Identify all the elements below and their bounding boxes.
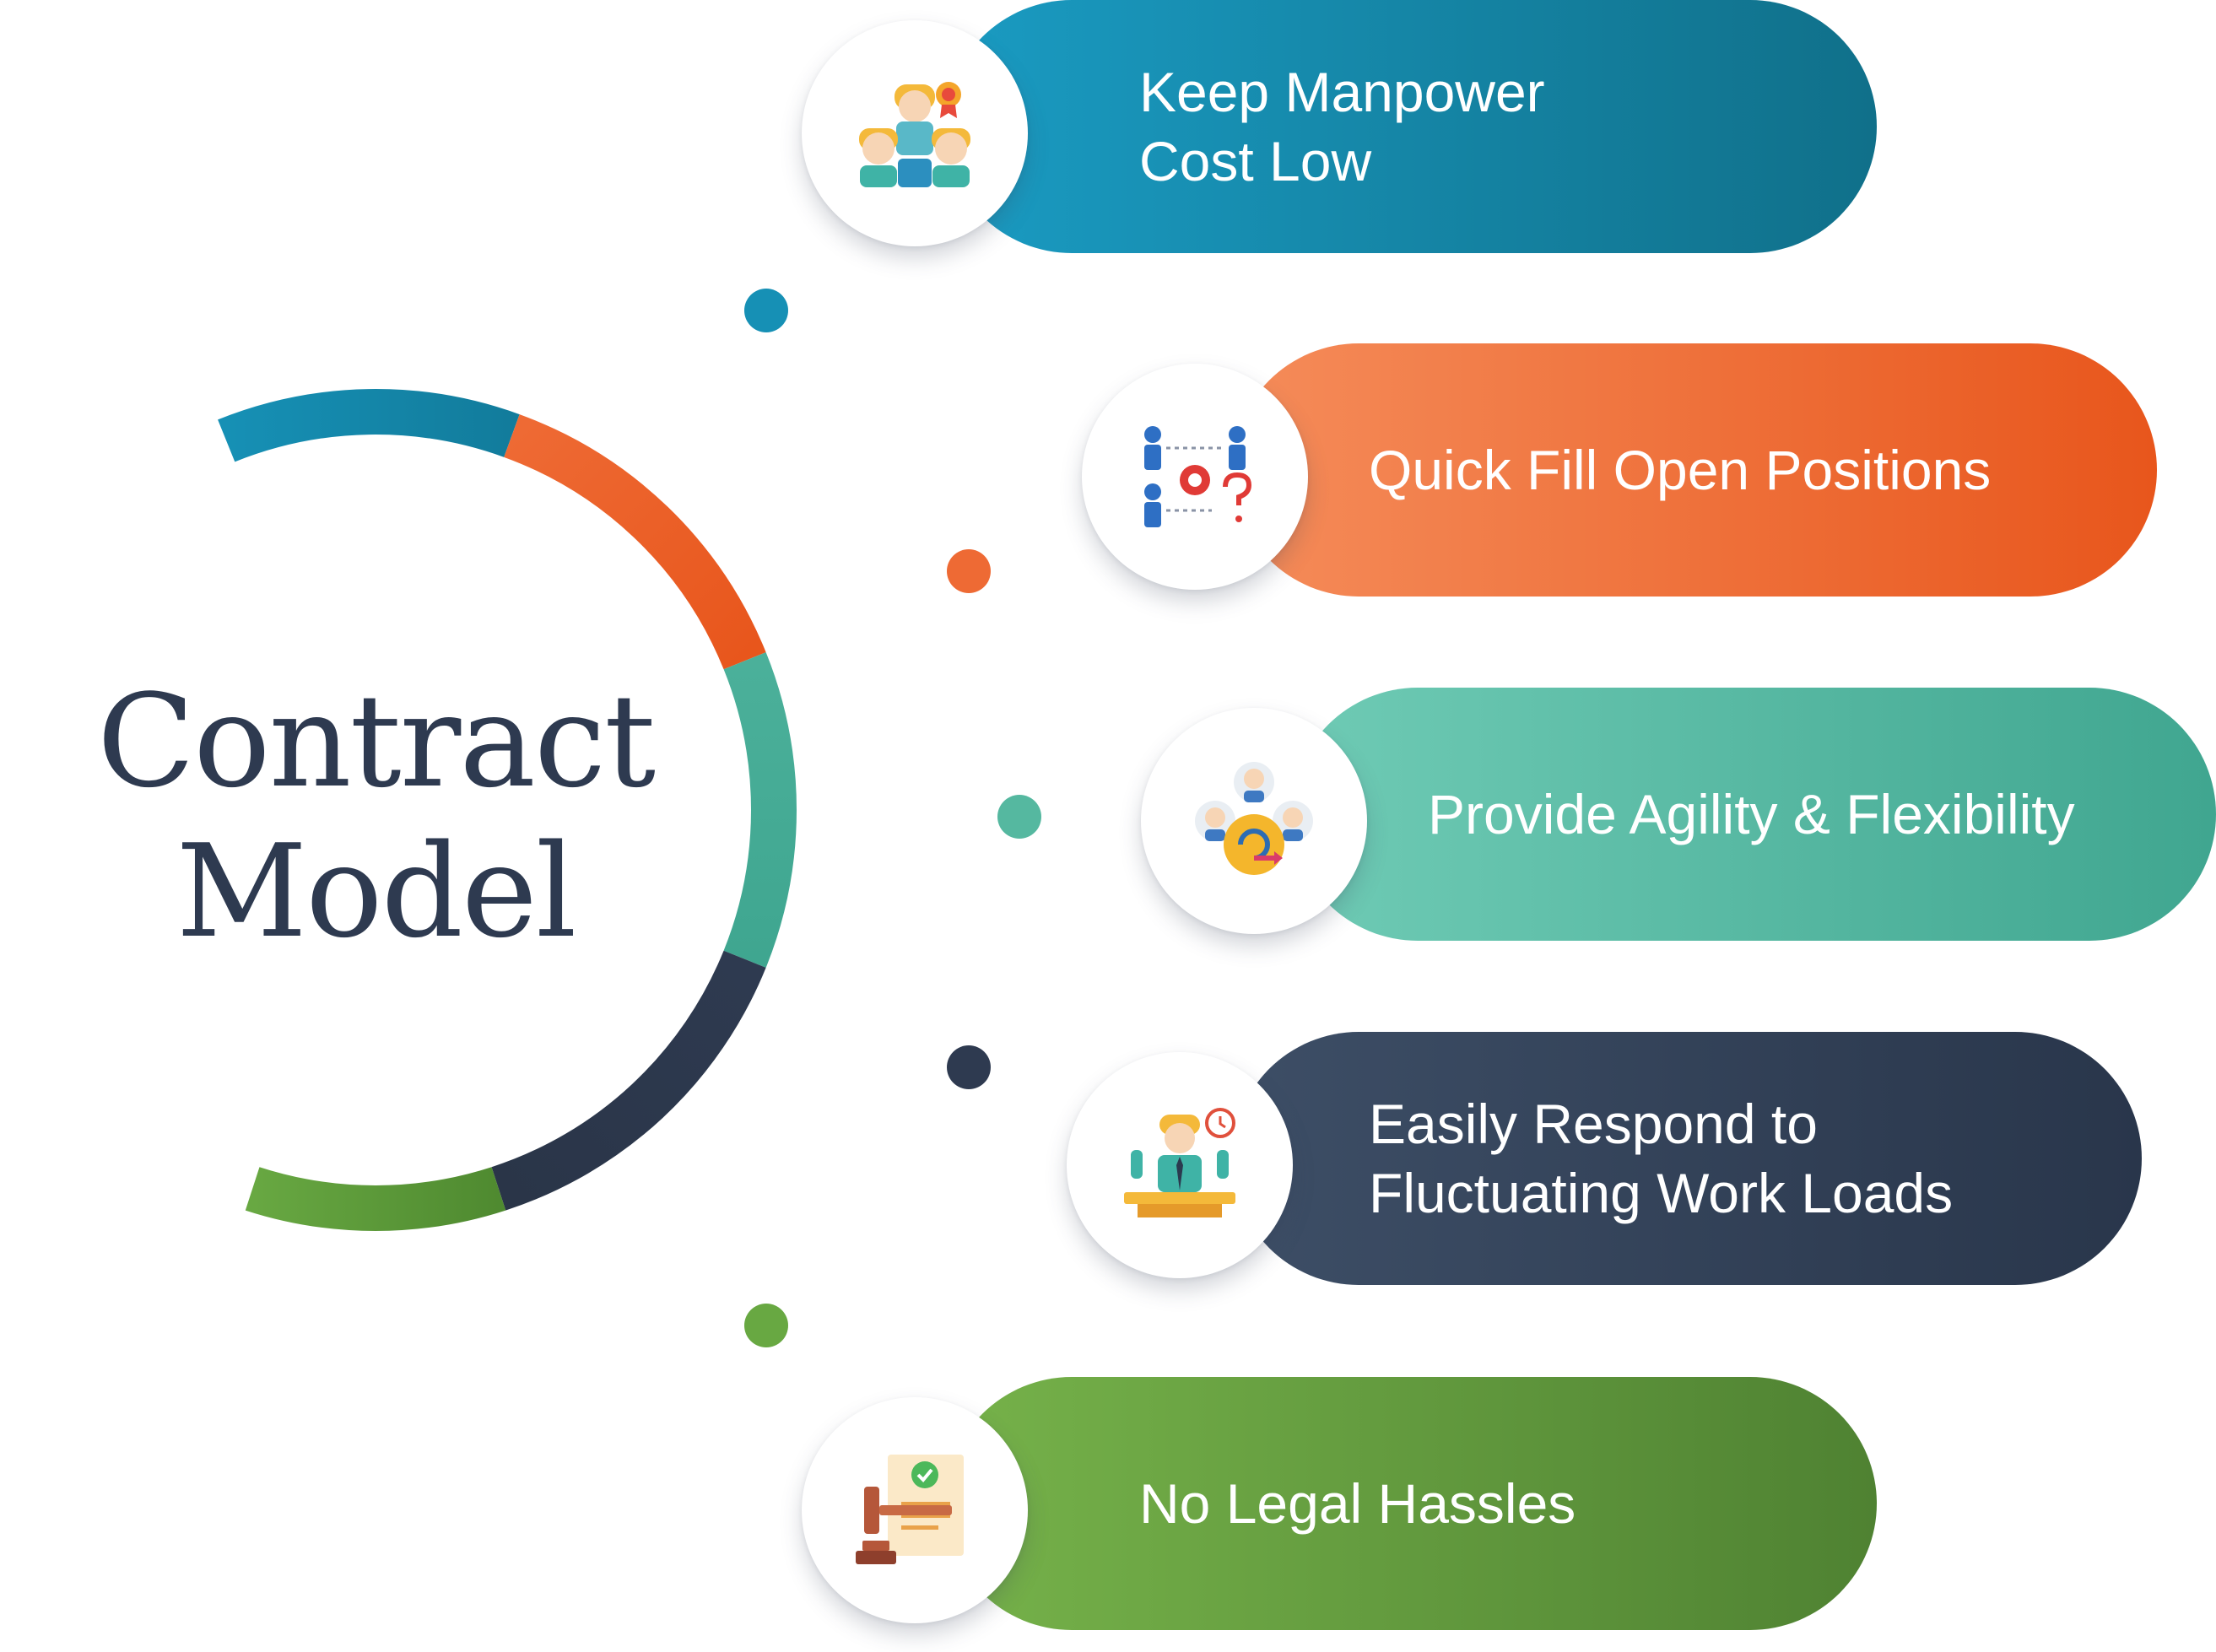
legal-gavel-icon: [856, 1455, 964, 1564]
connector-dot-2: [947, 549, 991, 593]
benefit-1-line-1: Keep Manpower: [1139, 61, 1545, 123]
benefit-5-line-1: No Legal Hassles: [1139, 1472, 1576, 1535]
benefit-4-line-1: Easily Respond to: [1369, 1093, 1818, 1155]
arc-segment-orange: [504, 414, 766, 670]
benefit-pill-5: No Legal Hassles: [945, 1377, 1877, 1630]
title-line-1: Contract: [96, 667, 656, 816]
agile-team-icon: [1195, 762, 1313, 875]
benefit-pill-1: Keep Manpower Cost Low: [945, 0, 1877, 253]
benefit-icon-circle-3: [1141, 708, 1367, 934]
connector-dot-1: [744, 289, 788, 332]
team-cost-icon: [859, 82, 970, 187]
benefit-text-2: Quick Fill Open Positions: [1369, 343, 2123, 597]
diagram-title: Contract Model: [76, 667, 675, 967]
benefit-4-line-2: Fluctuating Work Loads: [1369, 1162, 1954, 1224]
connector-dot-5: [744, 1304, 788, 1347]
benefit-pill-3: Provide Agility & Flexibility: [1291, 688, 2216, 941]
connector-dot-3: [997, 795, 1041, 839]
benefit-pill-4: Easily Respond to Fluctuating Work Loads: [1232, 1032, 2142, 1285]
benefit-1-line-2: Cost Low: [1139, 130, 1372, 192]
arc-segment-navy: [491, 950, 766, 1211]
arc-segment-blue: [218, 389, 520, 462]
title-line-2: Model: [176, 817, 576, 966]
benefit-3-line-1: Provide Agility & Flexibility: [1428, 783, 2075, 845]
benefit-text-4: Easily Respond to Fluctuating Work Loads: [1369, 1032, 2108, 1285]
arc-segment-teal: [723, 652, 797, 968]
busy-worker-icon: [1124, 1108, 1235, 1217]
benefit-icon-circle-4: [1067, 1052, 1293, 1278]
benefit-text-3: Provide Agility & Flexibility: [1428, 688, 2182, 941]
staffing-positions-icon: [1144, 426, 1252, 527]
benefit-icon-circle-2: [1082, 364, 1308, 590]
connector-dot-4: [947, 1045, 991, 1089]
benefit-text-1: Keep Manpower Cost Low: [1139, 0, 1843, 253]
benefit-pill-2: Quick Fill Open Positions: [1232, 343, 2157, 597]
benefit-2-line-1: Quick Fill Open Positions: [1369, 439, 1992, 501]
arc-segment-green: [245, 1167, 506, 1231]
benefit-icon-circle-5: [802, 1397, 1028, 1623]
benefit-icon-circle-1: [802, 20, 1028, 246]
benefit-text-5: No Legal Hassles: [1139, 1377, 1843, 1630]
